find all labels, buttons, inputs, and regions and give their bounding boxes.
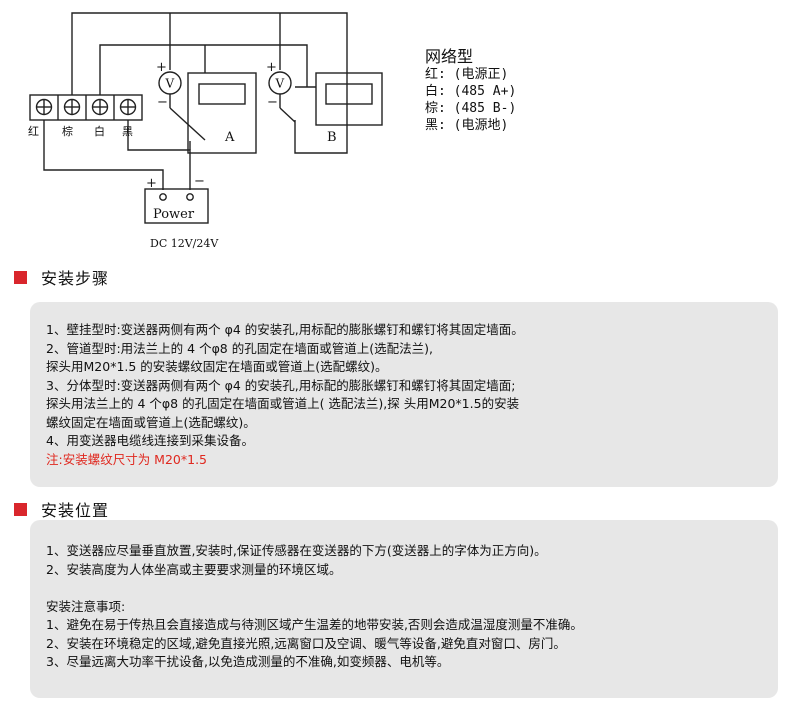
plus-sign: + xyxy=(146,176,157,191)
section-marker-icon xyxy=(14,502,27,516)
install-step-line: 探头用法兰上的 4 个φ8 的孔固定在墙面或管道上( 选配法兰),探 头用M20… xyxy=(46,396,520,411)
install-position-title: 安装位置 xyxy=(41,501,110,520)
voltmeter-label: V xyxy=(165,77,175,91)
position-line: 2、安装高度为人体坐高或主要要求测量的环境区域。 xyxy=(46,561,342,577)
install-note: 注:安装螺纹尺寸为 M20*1.5 xyxy=(46,451,208,467)
minus-sign: − xyxy=(267,95,278,110)
install-steps-panel: 1、壁挂型时:变送器两侧有两个 φ4 的安装孔,用标配的膨胀螺钉和螺钉将其固定墙… xyxy=(30,302,778,487)
spacer xyxy=(46,579,762,598)
install-steps-heading: 安装步骤 xyxy=(14,266,109,288)
power-spec: DC 12V/24V xyxy=(150,237,219,250)
wiring-legend: 网络型 红: (电源正) 白: (485 A+) 棕: (485 B-) 黑: … xyxy=(425,47,516,134)
legend-title: 网络型 xyxy=(425,47,474,66)
wire-485-a xyxy=(71,12,348,154)
install-step-line: 1、壁挂型时:变送器两侧有两个 φ4 的安装孔,用标配的膨胀螺钉和螺钉将其固定墙… xyxy=(46,322,524,337)
wire-power-positive xyxy=(43,120,164,190)
power-label: Power xyxy=(153,207,195,222)
terminal-screw-icon xyxy=(35,98,53,116)
terminal-screw-icon xyxy=(91,98,109,116)
terminal-label-black: 黑 xyxy=(122,125,133,138)
legend-line: 黑: (电源地) xyxy=(425,118,509,133)
wire-power-ground xyxy=(127,120,191,190)
plus-sign: + xyxy=(266,60,277,75)
notes-title: 安装注意事项: xyxy=(46,598,126,614)
install-step-line: 4、用变送器电缆线连接到采集设备。 xyxy=(46,433,254,448)
notes-line: 2、安装在环境稳定的区域,避免直接光照,远离窗口及空调、暖气等设备,避免直对窗口… xyxy=(46,635,566,651)
device-b-label: B xyxy=(327,130,337,145)
install-steps-title: 安装步骤 xyxy=(41,269,110,288)
terminal-label-brown: 棕 xyxy=(62,124,73,138)
legend-line: 红: (电源正) xyxy=(425,67,509,82)
device-b xyxy=(315,72,383,126)
plus-sign: + xyxy=(156,60,167,75)
power-supply xyxy=(144,188,209,224)
install-step-line: 3、分体型时:变送器两侧有两个 φ4 的安装孔,用标配的膨胀螺钉和螺钉将其固定墙… xyxy=(46,377,516,393)
wiring-diagram: 红 棕 白 黑 A B V V + − + − + − Power DC 12V… xyxy=(28,12,383,250)
legend-line: 棕: (485 B-) xyxy=(425,101,517,116)
terminal-screw-icon xyxy=(63,98,81,116)
section-marker-icon xyxy=(14,270,27,284)
device-a-label: A xyxy=(224,130,235,145)
minus-sign: − xyxy=(157,95,168,110)
device-a xyxy=(187,72,257,154)
wire-485-b xyxy=(99,44,308,95)
notes-line: 1、避免在易于传热且会直接造成与待测区域产生温差的地带安装,否则会造成温湿度测量… xyxy=(46,617,583,632)
voltmeter-label: V xyxy=(275,77,285,91)
terminal-label-white: 白 xyxy=(94,124,105,138)
terminal-screw-icon xyxy=(119,98,137,116)
install-position-panel: 1、变送器应尽量垂直放置,安装时,保证传感器在变送器的下方(变送器上的字体为正方… xyxy=(30,520,778,698)
install-step-line: 2、管道型时:用法兰上的 4 个φ8 的孔固定在墙面或管道上(选配法兰), xyxy=(46,340,433,356)
install-step-line: 探头用M20*1.5 的安装螺纹固定在墙面或管道上(选配螺纹)。 xyxy=(46,359,388,374)
minus-sign: − xyxy=(194,174,205,189)
install-position-heading: 安装位置 xyxy=(14,498,109,520)
legend-line: 白: (485 A+) xyxy=(425,84,517,99)
position-line: 1、变送器应尽量垂直放置,安装时,保证传感器在变送器的下方(变送器上的字体为正方… xyxy=(46,543,547,558)
install-step-line: 螺纹固定在墙面或管道上(选配螺纹)。 xyxy=(46,414,256,430)
terminal-label-red: 红 xyxy=(28,125,39,138)
notes-line: 3、尽量远离大功率干扰设备,以免造成测量的不准确,如变频器、电机等。 xyxy=(46,654,450,669)
